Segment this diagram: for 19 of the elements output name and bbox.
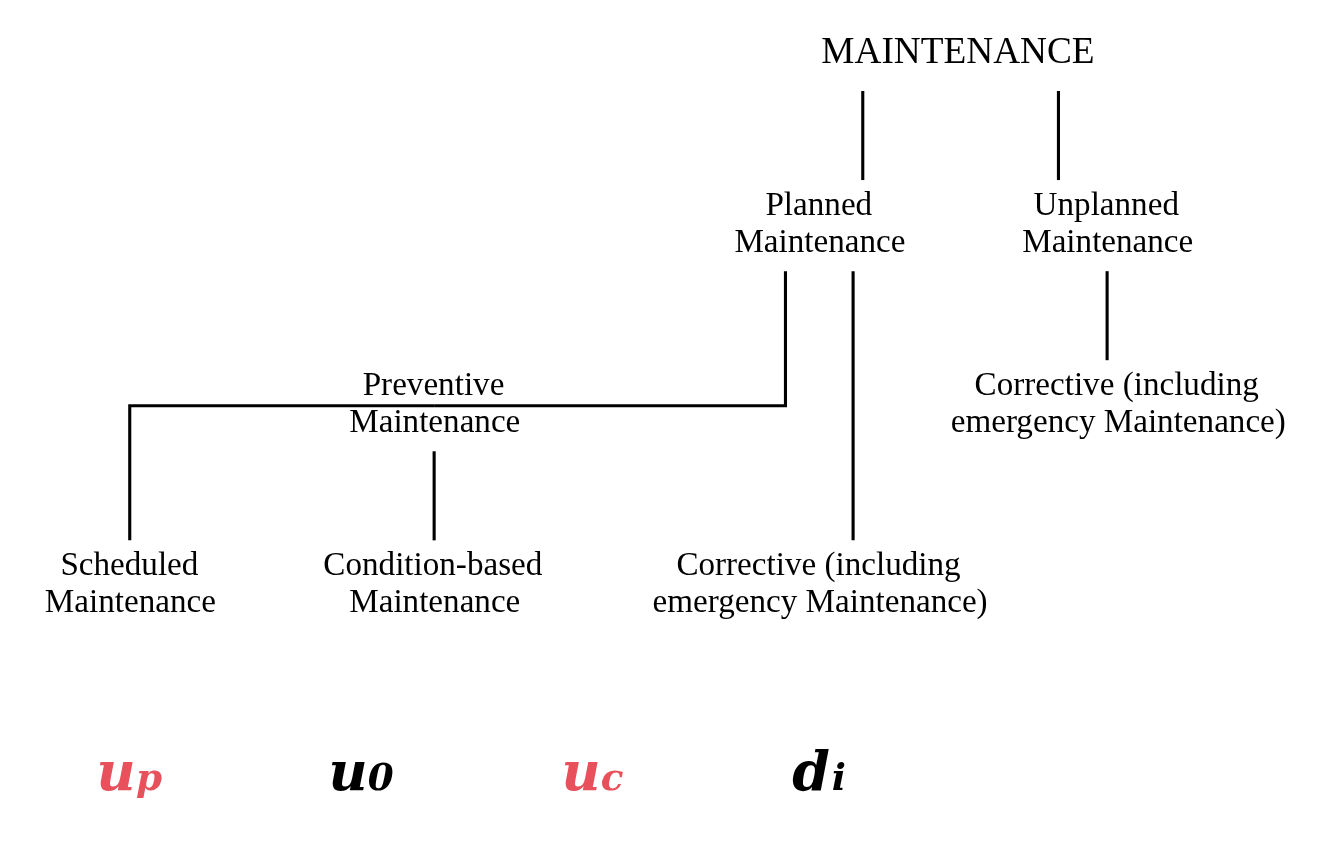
node-text: Planned Maintenance (733, 184, 905, 260)
connector (127, 404, 434, 541)
label: u0 (328, 739, 394, 804)
node-text: Corrective (including emergency Maintenance) (652, 545, 988, 620)
node-text: Corrective (including emergency Maintenance) (950, 364, 1286, 440)
connector (860, 91, 864, 181)
label: up (96, 739, 162, 804)
node-text: Unplanned Maintenance (1021, 184, 1193, 260)
node-text: Scheduled Maintenance (44, 545, 216, 620)
label: uc (560, 739, 624, 804)
node-text: Condition-based Maintenance (322, 545, 542, 620)
node-text: MAINTENANCE (820, 29, 1095, 71)
connector (433, 271, 787, 408)
connector (432, 451, 436, 541)
label: di (791, 739, 846, 804)
connector (1056, 91, 1060, 181)
connector (851, 271, 855, 541)
node-text: Preventive Maintenance (348, 364, 520, 440)
connector (1105, 271, 1109, 361)
